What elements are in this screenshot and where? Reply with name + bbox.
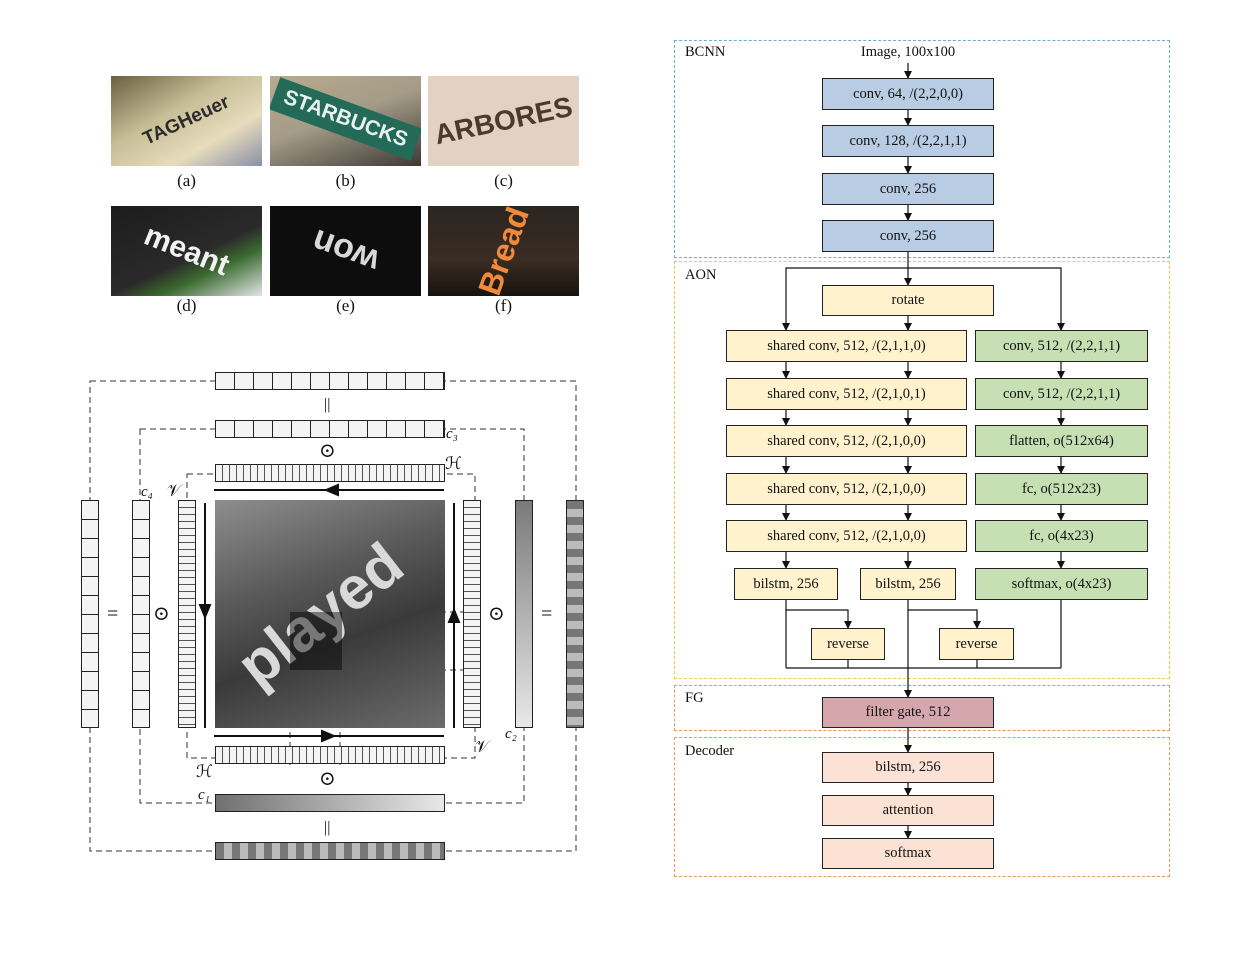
thumbnail-e: won (270, 206, 421, 296)
caption-e: (e) (336, 296, 355, 315)
bcnn-layer-4: conv, 256 (822, 220, 994, 252)
thumbnail-c: ARBORES (428, 76, 579, 166)
bar-bottom-c1 (215, 794, 445, 812)
thumbnail-f: Bread (428, 206, 579, 296)
input-label: Image, 100x100 (860, 44, 956, 60)
equals-bottom: || (324, 819, 331, 836)
group-bcnn-label: BCNN (685, 44, 726, 60)
bar-left-inner (178, 500, 196, 728)
bilstm-right: bilstm, 256 (860, 568, 956, 600)
group-decoder (674, 737, 1170, 877)
bar-right-c2 (515, 500, 533, 728)
decoder-attention: attention (822, 795, 994, 826)
odot-top: ⊙ (319, 440, 336, 462)
thumbnail-d: meant (111, 206, 262, 296)
bar-right-outer (566, 500, 584, 728)
thumbnail-a: TAGHeuer (111, 76, 262, 166)
filter-gate-block: filter gate, 512 (822, 697, 994, 728)
label-h-top: ℋ (445, 454, 462, 473)
caption-a: (a) (177, 171, 196, 190)
group-aon (674, 261, 1170, 679)
bar-top-inner (215, 464, 445, 482)
bar-left-c4 (132, 500, 150, 728)
shared-conv-2: shared conv, 512, /(2,1,0,1) (726, 378, 967, 410)
caption-d: (d) (176, 296, 197, 315)
green-layer-1: conv, 512, /(2,2,1,1) (975, 330, 1148, 362)
shared-conv-3: shared conv, 512, /(2,1,0,0) (726, 425, 967, 457)
odot-bottom: ⊙ (319, 768, 336, 790)
group-fg-label: FG (685, 690, 704, 706)
bcnn-layer-3: conv, 256 (822, 173, 994, 205)
bcnn-layer-2: conv, 128, /(2,2,1,1) (822, 125, 994, 157)
shared-conv-1: shared conv, 512, /(2,1,1,0) (726, 330, 967, 362)
equals-left: = (107, 603, 119, 625)
label-h-bottom: ℋ (196, 762, 213, 781)
shared-conv-5: shared conv, 512, /(2,1,0,0) (726, 520, 967, 552)
bar-bottom-inner (215, 746, 445, 764)
green-layer-3: flatten, o(512x64) (975, 425, 1148, 457)
bar-bottom-outer (215, 842, 445, 860)
reverse-right: reverse (939, 628, 1014, 660)
equals-right: = (541, 603, 553, 625)
bcnn-layer-1: conv, 64, /(2,2,0,0) (822, 78, 994, 110)
green-layer-6: softmax, o(4x23) (975, 568, 1148, 600)
label-c2: c₂ (505, 726, 517, 742)
bar-left-outer (81, 500, 99, 728)
green-layer-5: fc, o(4x23) (975, 520, 1148, 552)
bar-top-outer (215, 372, 445, 390)
bar-top-c3 (215, 420, 445, 438)
bilstm-left: bilstm, 256 (734, 568, 838, 600)
caption-c: (c) (494, 171, 513, 190)
label-v-bottom: 𝒱 (475, 737, 490, 756)
decoder-softmax: softmax (822, 838, 994, 869)
group-decoder-label: Decoder (685, 743, 735, 759)
label-c1: c₁ (198, 787, 210, 803)
thumbnail-b: STARBUCKS (270, 76, 421, 166)
rotate-block: rotate (822, 285, 994, 316)
label-c3: c₃ (446, 426, 458, 442)
decoder-bilstm: bilstm, 256 (822, 752, 994, 783)
reverse-left: reverse (811, 628, 885, 660)
label-c4: c₄ (141, 484, 153, 500)
caption-b: (b) (335, 171, 356, 190)
bar-right-inner (463, 500, 481, 728)
green-layer-4: fc, o(512x23) (975, 473, 1148, 505)
odot-right: ⊙ (488, 603, 505, 625)
equals-top: || (324, 396, 331, 413)
center-image-highlight (290, 612, 342, 670)
center-image: played (215, 500, 445, 728)
group-fg (674, 685, 1170, 731)
shared-conv-4: shared conv, 512, /(2,1,0,0) (726, 473, 967, 505)
odot-left: ⊙ (153, 603, 170, 625)
label-v-top: 𝒱 (167, 481, 182, 500)
group-aon-label: AON (685, 267, 717, 283)
group-bcnn (674, 40, 1170, 258)
caption-f: (f) (495, 296, 512, 315)
green-layer-2: conv, 512, /(2,2,1,1) (975, 378, 1148, 410)
